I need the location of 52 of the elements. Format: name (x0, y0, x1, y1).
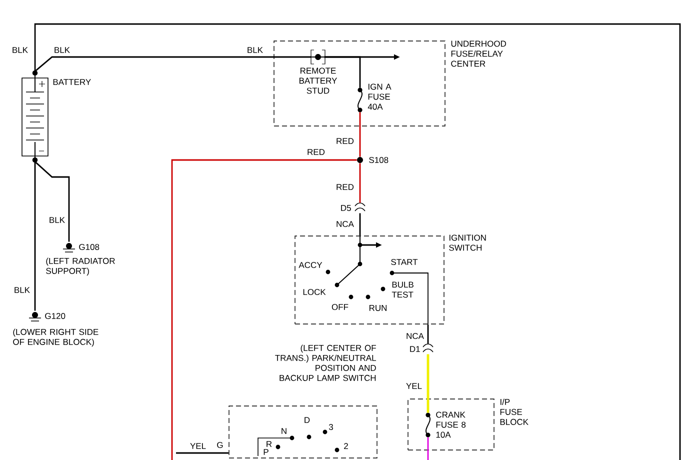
gear-position-label: D (304, 417, 310, 423)
wire (359, 163, 361, 203)
component-label: S108 (369, 157, 388, 163)
wire (34, 56, 312, 72)
gear-position-label: P (264, 449, 268, 455)
switch-position-label: BULB TEST (392, 282, 414, 298)
wire-color-label: BLK (11, 46, 29, 54)
component-label: IGNITION SWITCH (449, 234, 486, 251)
wire-color-label: YEL (189, 442, 207, 450)
wire-color-label: RED (336, 138, 354, 144)
switch-position-label: RUN (370, 305, 387, 311)
wire (427, 437, 429, 460)
wire (34, 161, 70, 242)
wire (171, 159, 357, 460)
wire (34, 162, 36, 311)
wire-color-label: NCA (336, 220, 354, 228)
wire (34, 23, 681, 460)
wire (359, 213, 361, 236)
wire (426, 354, 430, 413)
switch-position-label: LOCK (303, 289, 326, 295)
wire-color-label: BLK (248, 47, 263, 53)
wire-color-label: NCA (406, 332, 424, 340)
wire (427, 324, 429, 344)
gear-position-label: R (266, 441, 272, 447)
component-label: G108 (79, 244, 100, 250)
component-label: BATTERY (53, 79, 91, 85)
location-note: (LEFT RADIATOR SUPPORT) (46, 258, 115, 276)
component-label: D5 (341, 205, 351, 211)
wire-color-label: YEL (405, 382, 423, 390)
gear-position-label: 2 (344, 443, 348, 449)
terminal-label: G (217, 442, 223, 448)
wire-color-label: RED (306, 148, 326, 156)
wire-color-label: BLK (48, 216, 66, 224)
component-label: (LEFT CENTER OF TRANS.) PARK/NEUTRAL POSITION AND BACKUP LAMP SWITCH (275, 344, 376, 381)
switch-position-label: OFF (332, 304, 348, 310)
switch-position-label: ACCY (298, 262, 322, 268)
switch-position-label: START (391, 259, 418, 265)
gear-position-label: N (282, 428, 286, 434)
component-label: D1 (410, 346, 420, 352)
component-label: I/P FUSE BLOCK (500, 398, 528, 425)
component-label: REMOTE BATTERY STUD (300, 68, 338, 94)
component-label: IGN A FUSE 40A (368, 84, 392, 110)
wire (359, 112, 361, 157)
wire-color-label: RED (336, 184, 354, 190)
gear-position-label: 3 (328, 424, 333, 430)
location-note: (LOWER RIGHT SIDE OF ENGINE BLOCK) (13, 328, 98, 347)
component-label: G120 (45, 313, 66, 319)
wire-color-label: BLK (13, 286, 31, 294)
component-label: CRANK FUSE 8 10A (436, 412, 466, 438)
component-label: UNDERHOOD FUSE/RELAY CENTER (451, 40, 506, 67)
wire (176, 452, 229, 454)
wire-color-label: BLK (53, 46, 71, 54)
